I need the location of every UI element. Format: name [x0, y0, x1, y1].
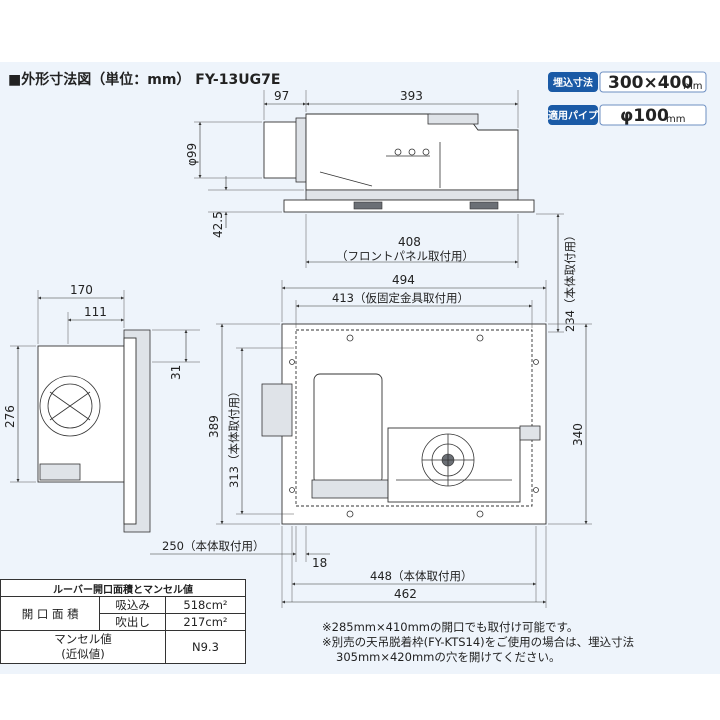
front-view [261, 323, 547, 525]
dim-389: 389 [207, 415, 221, 438]
dim-170: 170 [70, 283, 93, 297]
note-3: 305mm×420mmの穴を開けてください。 [336, 650, 561, 664]
spec-pipe: 適用パイプ φ100 mm [548, 104, 707, 126]
munsell-value: N9.3 [164, 630, 247, 664]
munsell-sub: (近似値) [61, 647, 105, 661]
dim-340: 340 [571, 423, 585, 446]
pipe-unit: mm [666, 114, 685, 125]
table-header: ルーバー開口面積とマンセル値 [0, 579, 246, 597]
notes: ※285mm×410mmの開口でも取付け可能です。 ※別売の天吊脱着枠(FY-K… [322, 620, 634, 665]
dim-448: 448（本体取付用） [370, 569, 472, 583]
dim-462: 462 [394, 587, 417, 601]
dim-234: 234（本体取付用） [563, 230, 577, 332]
louver-table: ルーバー開口面積とマンセル値 開 口 面 積 吸込み 518cm² 吹出し 21… [0, 579, 247, 664]
intake-value: 518cm² [164, 596, 247, 614]
embed-value: 300×400 [608, 73, 693, 93]
dim-494: 494 [392, 273, 415, 287]
dim-408-note: （フロントパネル取付用） [336, 249, 474, 263]
left-view [37, 329, 151, 533]
outlet-label: 吹出し [99, 613, 166, 631]
intake-label: 吸込み [99, 596, 166, 614]
dim-42-5: 42.5 [211, 211, 225, 238]
note-2: ※別売の天吊脱着枠(FY-KTS14)をご使用の場合は、埋込寸法 [322, 635, 635, 649]
dim-phi99: φ99 [185, 143, 199, 166]
outlet-value: 217cm² [164, 613, 247, 631]
dimension-drawing: ■外形寸法図（単位：mm） FY-13UG7E 埋込寸法 300×400 mm … [3, 71, 707, 608]
munsell-label: マンセル値 [54, 632, 112, 646]
dim-276: 276 [3, 405, 17, 428]
dim-408: 408 [398, 235, 421, 249]
note-1: ※285mm×410mmの開口でも取付け可能です。 [322, 620, 579, 634]
dim-97: 97 [274, 89, 289, 103]
embed-label: 埋込寸法 [553, 76, 593, 89]
opening-label: 開 口 面 積 [0, 596, 101, 631]
dim-111: 111 [84, 305, 107, 319]
dim-313: 313（本体取付用） [227, 386, 241, 488]
dim-393: 393 [400, 89, 423, 103]
page-title: ■外形寸法図（単位：mm） FY-13UG7E [8, 71, 280, 88]
drawing-sheet: ■外形寸法図（単位：mm） FY-13UG7E 埋込寸法 300×400 mm … [0, 62, 720, 674]
spec-embed: 埋込寸法 300×400 mm [548, 71, 707, 93]
dim-413: 413（仮固定金具取付用） [332, 291, 469, 305]
munsell-cell: マンセル値 (近似値) [0, 630, 166, 664]
embed-unit: mm [683, 81, 702, 92]
pipe-label: 適用パイプ [548, 109, 599, 122]
dim-18: 18 [312, 556, 327, 570]
pipe-value: φ100 [620, 106, 669, 126]
dim-250: 250（本体取付用） [162, 539, 264, 553]
side-view [263, 113, 535, 213]
dim-31: 31 [169, 365, 183, 380]
